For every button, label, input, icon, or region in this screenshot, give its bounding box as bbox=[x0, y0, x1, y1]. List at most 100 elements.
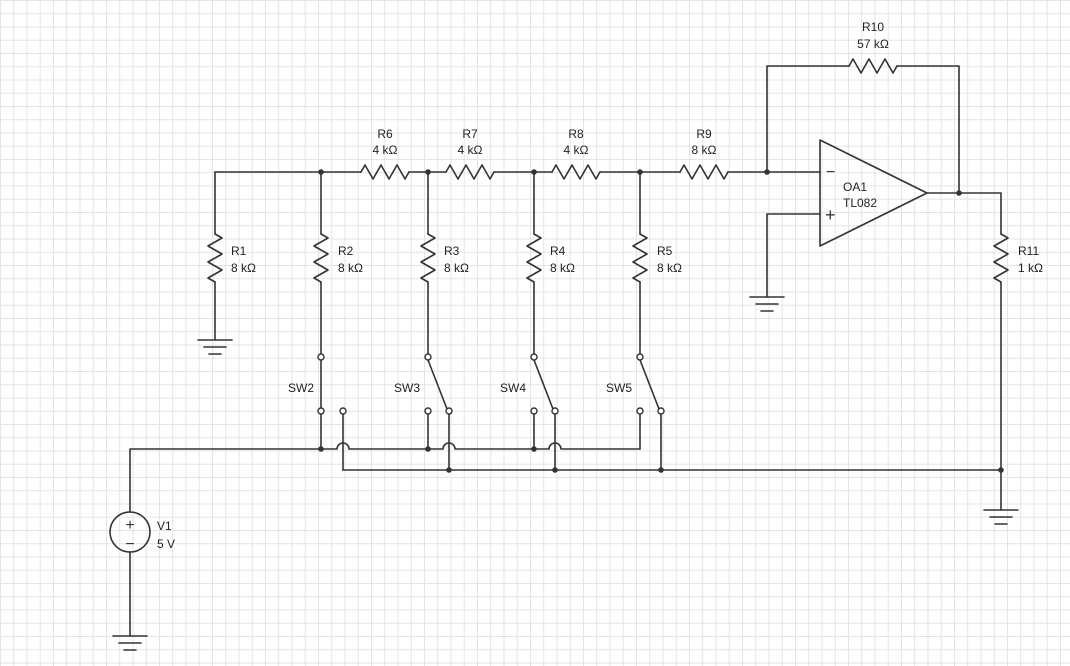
resistor-r7-symbol bbox=[445, 164, 495, 180]
resistor-r1-symbol bbox=[207, 233, 223, 283]
wire-feedback-right bbox=[896, 65, 960, 194]
switch-sw3-common-terminal bbox=[424, 353, 432, 361]
junctions bbox=[318, 169, 1004, 473]
resistor-r4-symbol bbox=[526, 233, 542, 283]
switch-sw3-blade bbox=[427, 359, 448, 410]
ground-icon bbox=[112, 635, 148, 651]
switch-sw5-common-terminal bbox=[636, 353, 644, 361]
resistor-r11-symbol bbox=[993, 233, 1009, 283]
resistor-r10-value: 57 kΩ bbox=[857, 37, 889, 51]
resistor-r8-value: 4 kΩ bbox=[564, 143, 589, 157]
switch-sw5-throw-b bbox=[657, 407, 665, 415]
resistor-r10[interactable]: R10 57 kΩ bbox=[848, 20, 898, 74]
resistor-r3-label: R3 bbox=[444, 244, 460, 258]
opamp-triangle bbox=[819, 139, 928, 247]
switch-sw2-throw-a bbox=[317, 407, 325, 415]
switch-sw4[interactable]: SW4 bbox=[500, 353, 559, 415]
resistor-r3-symbol bbox=[420, 233, 436, 283]
ground-opamp bbox=[749, 296, 785, 312]
switch-sw4-label: SW4 bbox=[500, 381, 526, 395]
switch-sw4-throw-a bbox=[530, 407, 538, 415]
resistor-r9[interactable]: R9 8 kΩ bbox=[679, 127, 729, 180]
wire-noninverting bbox=[766, 213, 821, 298]
ground-source bbox=[112, 635, 148, 651]
resistor-r6-label: R6 bbox=[377, 127, 393, 141]
ground-icon bbox=[749, 296, 785, 312]
resistor-r2-value: 8 kΩ bbox=[338, 261, 363, 275]
voltage-source-label: V1 bbox=[157, 519, 172, 533]
resistor-r2[interactable]: R2 8 kΩ bbox=[313, 233, 363, 283]
wire-opamp-output bbox=[926, 192, 1002, 235]
resistor-r9-label: R9 bbox=[696, 127, 712, 141]
resistor-r8-symbol bbox=[551, 164, 601, 180]
resistor-r10-label: R10 bbox=[862, 20, 884, 34]
resistor-r6[interactable]: R6 4 kΩ bbox=[360, 127, 410, 180]
wire-feedback-left bbox=[766, 65, 850, 173]
resistor-r3[interactable]: R3 8 kΩ bbox=[420, 233, 469, 283]
switch-sw5-blade bbox=[639, 359, 660, 410]
resistor-r9-symbol bbox=[679, 164, 729, 180]
switch-sw5[interactable]: SW5 bbox=[606, 353, 665, 415]
switch-sw4-throw-b bbox=[551, 407, 559, 415]
wires bbox=[129, 65, 1002, 637]
resistor-r7-label: R7 bbox=[462, 127, 478, 141]
switch-sw2-throw-b bbox=[339, 407, 347, 415]
ground-icon bbox=[197, 339, 233, 355]
resistor-r2-label: R2 bbox=[338, 244, 354, 258]
junction-dot bbox=[425, 446, 431, 452]
switch-sw4-blade bbox=[533, 359, 554, 410]
resistor-r8-label: R8 bbox=[568, 127, 584, 141]
junction-dot bbox=[637, 169, 643, 175]
resistor-r9-value: 8 kΩ bbox=[692, 143, 717, 157]
voltage-source-value: 5 V bbox=[157, 537, 175, 551]
ground-icon bbox=[983, 509, 1019, 525]
opamp-noninverting-symbol: + bbox=[825, 205, 836, 225]
opamp-label: OA1 bbox=[843, 180, 867, 194]
resistor-r10-symbol bbox=[848, 58, 898, 74]
resistor-r5-label: R5 bbox=[657, 244, 673, 258]
junction-dot bbox=[531, 446, 537, 452]
junction-dot bbox=[318, 446, 324, 452]
opamp-oa1[interactable]: − + OA1 TL082 bbox=[819, 139, 928, 247]
junction-dot bbox=[446, 467, 452, 473]
voltage-source-minus-symbol: − bbox=[125, 536, 134, 553]
junction-dot bbox=[552, 467, 558, 473]
junction-dot bbox=[425, 169, 431, 175]
junction-dot bbox=[998, 467, 1004, 473]
resistor-r6-symbol bbox=[360, 164, 410, 180]
resistor-r4[interactable]: R4 8 kΩ bbox=[526, 233, 575, 283]
switch-sw5-label: SW5 bbox=[606, 381, 632, 395]
resistor-r1-label: R1 bbox=[231, 244, 247, 258]
resistor-r7-value: 4 kΩ bbox=[458, 143, 483, 157]
wire-source-bus bbox=[129, 442, 641, 513]
junction-dot bbox=[956, 190, 962, 196]
switch-sw4-common-terminal bbox=[530, 353, 538, 361]
ground-output bbox=[983, 509, 1019, 525]
switch-sw3[interactable]: SW3 bbox=[394, 353, 453, 415]
resistor-r7[interactable]: R7 4 kΩ bbox=[445, 127, 495, 180]
resistor-r5-symbol bbox=[632, 233, 648, 283]
voltage-source-plus-symbol: + bbox=[125, 517, 134, 534]
junction-dot bbox=[318, 169, 324, 175]
resistor-r8[interactable]: R8 4 kΩ bbox=[551, 127, 601, 180]
opamp-part-number: TL082 bbox=[843, 196, 877, 210]
resistor-r3-value: 8 kΩ bbox=[444, 261, 469, 275]
resistor-r2-symbol bbox=[313, 233, 329, 283]
voltage-source-v1[interactable]: + − V1 5 V bbox=[109, 511, 175, 553]
switch-sw5-throw-a bbox=[636, 407, 644, 415]
junction-dot bbox=[764, 169, 770, 175]
switch-sw3-throw-a bbox=[424, 407, 432, 415]
resistor-r1[interactable]: R1 8 kΩ bbox=[207, 233, 256, 283]
switch-sw2-common-terminal bbox=[317, 353, 325, 361]
switch-sw2-label: SW2 bbox=[288, 381, 314, 395]
switch-sw2[interactable]: SW2 bbox=[288, 353, 347, 415]
resistor-r1-value: 8 kΩ bbox=[231, 261, 256, 275]
resistor-r6-value: 4 kΩ bbox=[373, 143, 398, 157]
resistor-r5[interactable]: R5 8 kΩ bbox=[632, 233, 682, 283]
resistor-r11[interactable]: R11 1 kΩ bbox=[993, 233, 1043, 283]
voltage-source-symbol bbox=[109, 511, 151, 553]
opamp-inverting-symbol: − bbox=[826, 164, 835, 181]
resistor-r5-value: 8 kΩ bbox=[657, 261, 682, 275]
resistor-r11-label: R11 bbox=[1018, 244, 1039, 258]
